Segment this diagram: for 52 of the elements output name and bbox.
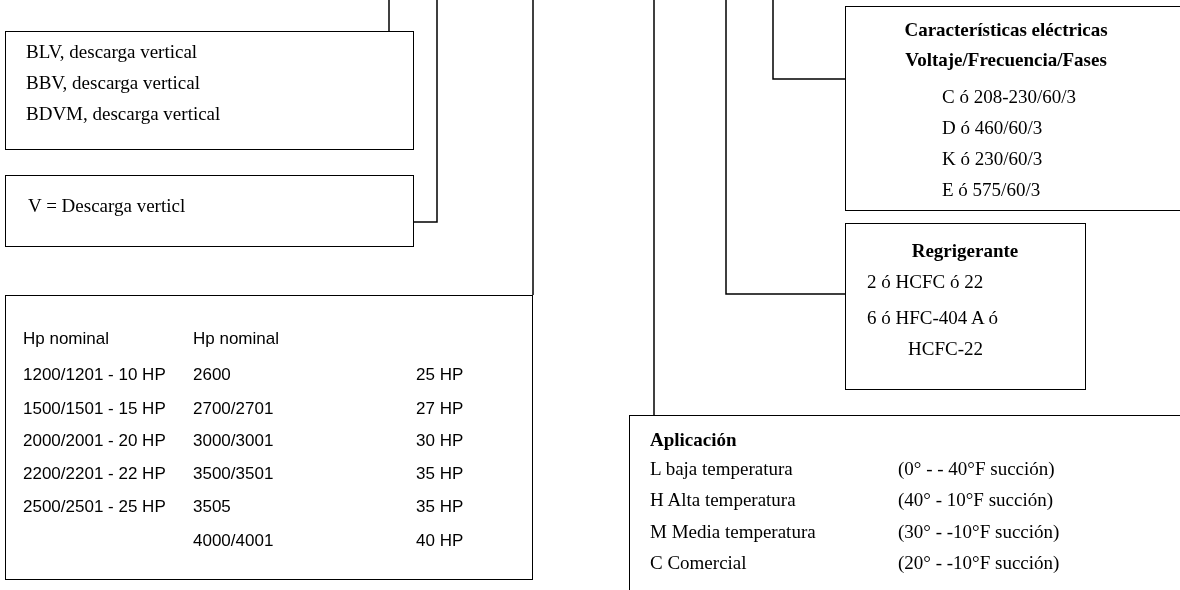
table-cell: 2200/2201 - 22 HP — [23, 463, 166, 485]
table-cell: 25 HP — [416, 364, 464, 386]
option-line: K ó 230/60/3 — [942, 148, 1043, 170]
range-text: (0° - - 40°F succión) — [898, 458, 1055, 480]
model-line: BDVM, descarga vertical — [26, 103, 221, 125]
table-cell: 2000/2001 - 20 HP — [23, 430, 166, 452]
table-header: Hp nominal — [23, 328, 109, 350]
model-line: BBV, descarga vertical — [26, 72, 200, 94]
range-text: (20° - -10°F succión) — [898, 552, 1060, 574]
connector-line — [653, 0, 655, 416]
table-cell: 1500/1501 - 15 HP — [23, 398, 166, 420]
model-line: BLV, descarga vertical — [26, 41, 198, 63]
table-cell: 4000/4001 — [193, 530, 274, 552]
option-line: 6 ó HFC-404 A ó HCFC-22 — [867, 306, 999, 361]
option-line: D ó 460/60/3 — [942, 117, 1043, 139]
connector-line — [388, 0, 390, 32]
option-line: 2 ó HCFC ó 22 — [867, 271, 984, 293]
connector-line — [772, 0, 846, 80]
table-cell: 40 HP — [416, 530, 464, 552]
box-heading: Regrigerante — [910, 240, 1020, 262]
table-cell: 2700/2701 — [193, 398, 274, 420]
application-box — [629, 415, 1180, 590]
connector-line — [413, 0, 438, 223]
refrigerant-box — [845, 223, 1086, 390]
horsepower-table — [5, 295, 533, 580]
table-cell: 2500/2501 - 25 HP — [23, 496, 166, 518]
table-cell: 3000/3001 — [193, 430, 274, 452]
table-cell: 3505 — [193, 496, 231, 518]
range-text: (30° - -10°F succión) — [898, 521, 1060, 543]
table-cell: 1200/1201 - 10 HP — [23, 364, 166, 386]
table-cell: 35 HP — [416, 463, 464, 485]
model-box — [5, 31, 414, 150]
range-text: (40° - 10°F succión) — [898, 489, 1054, 511]
table-cell: 35 HP — [416, 496, 464, 518]
option-line: M Media temperatura — [650, 521, 816, 543]
connector-line — [532, 0, 534, 296]
option-line: L baja temperatura — [650, 458, 793, 480]
table-cell: 30 HP — [416, 430, 464, 452]
connector-line — [725, 0, 846, 295]
option-line: C ó 208-230/60/3 — [942, 86, 1077, 108]
box-heading: Características eléctricas Voltaje/Frecuencia/Fases — [903, 18, 1109, 72]
electrical-box — [845, 6, 1180, 211]
discharge-box — [5, 175, 414, 247]
table-cell: 27 HP — [416, 398, 464, 420]
option-line: E ó 575/60/3 — [942, 179, 1041, 201]
table-cell: 3500/3501 — [193, 463, 274, 485]
option-line: H Alta temperatura — [650, 489, 796, 511]
table-cell: 2600 — [193, 364, 231, 386]
box-heading: Aplicación — [650, 429, 737, 451]
model-line: V = Descarga verticl — [28, 195, 186, 217]
table-header: Hp nominal — [193, 328, 279, 350]
option-line: C Comercial — [650, 552, 747, 574]
